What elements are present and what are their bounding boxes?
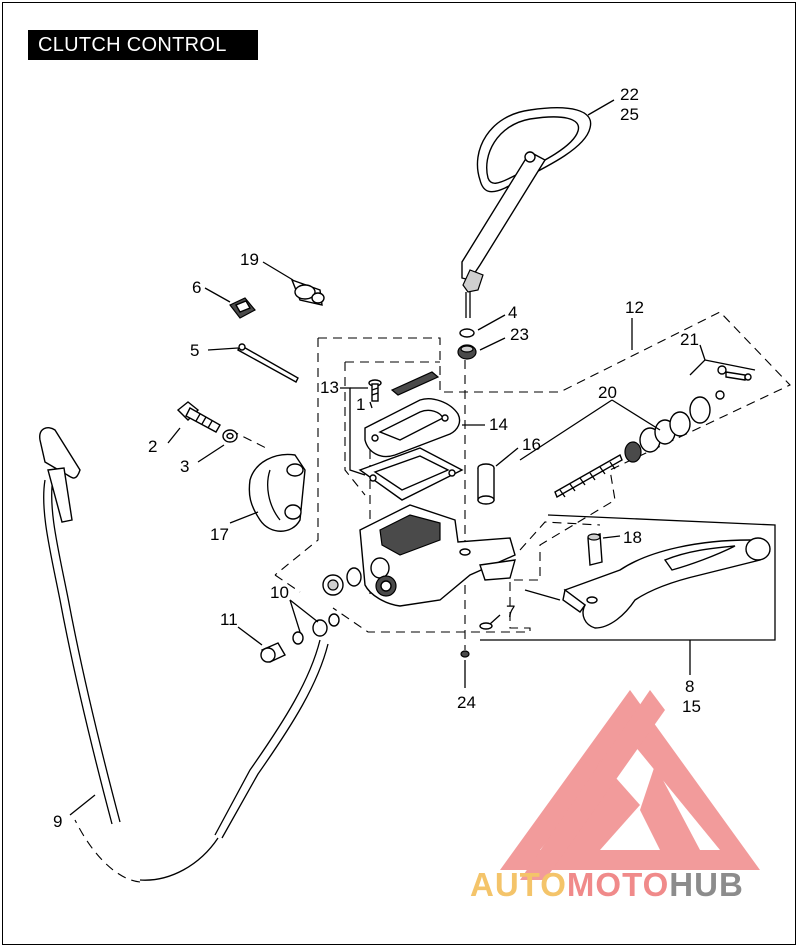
callout-25: 25 bbox=[620, 105, 639, 124]
reservoir-cover-part bbox=[364, 398, 461, 458]
callout-9: 9 bbox=[53, 812, 62, 831]
callout-22: 22 bbox=[620, 85, 639, 104]
pin-part bbox=[237, 343, 299, 383]
callout-17: 17 bbox=[210, 525, 229, 544]
assembly-outlines bbox=[229, 311, 791, 650]
reservoir-gasket-part bbox=[358, 447, 464, 501]
piston-assembly-part bbox=[554, 390, 725, 499]
callout-13: 13 bbox=[320, 378, 339, 397]
clamp-part bbox=[248, 453, 306, 532]
master-cylinder-housing-part bbox=[359, 504, 516, 607]
diaphragm-strip-part bbox=[390, 371, 440, 396]
callout-3: 3 bbox=[180, 457, 189, 476]
callout-21: 21 bbox=[680, 330, 699, 349]
callout-14: 14 bbox=[489, 415, 508, 434]
small-hardware-parts bbox=[460, 533, 603, 658]
callout-2: 2 bbox=[148, 437, 157, 456]
watermark-text: AUTOMOTOHUB bbox=[470, 866, 744, 903]
callout-7: 7 bbox=[506, 602, 515, 621]
bolt-part bbox=[176, 401, 221, 433]
banjo-bolt-part bbox=[260, 613, 340, 663]
clutch-lever-part bbox=[562, 537, 771, 629]
leader-lines bbox=[69, 99, 756, 816]
callout-19: 19 bbox=[240, 250, 259, 269]
callout-15: 15 bbox=[682, 697, 701, 716]
washer-3-part bbox=[222, 429, 238, 443]
callout-6: 6 bbox=[192, 278, 201, 297]
callout-20: 20 bbox=[598, 383, 617, 402]
callout-labels: 22 25 19 6 4 12 23 5 21 13 1 20 14 2 16 … bbox=[53, 85, 701, 831]
callout-12: 12 bbox=[625, 298, 644, 317]
clip-part bbox=[290, 278, 325, 306]
bushing-part bbox=[477, 463, 495, 505]
callout-11: 11 bbox=[220, 610, 238, 629]
lever-group-bracket bbox=[480, 514, 776, 641]
washer-parts bbox=[457, 328, 477, 360]
clutch-cable-part bbox=[39, 427, 329, 883]
callout-16: 16 bbox=[522, 435, 541, 454]
diagram-title: CLUTCH CONTROL bbox=[28, 30, 258, 60]
watermark-logo-icon bbox=[500, 690, 760, 880]
callout-8: 8 bbox=[685, 677, 694, 696]
callout-18: 18 bbox=[623, 528, 642, 547]
lever-leader bbox=[524, 589, 561, 601]
screw-part bbox=[368, 379, 382, 402]
pivot-part bbox=[717, 365, 752, 381]
retainer-part bbox=[229, 297, 256, 319]
callout-24: 24 bbox=[457, 693, 476, 712]
mirror-part bbox=[461, 107, 592, 318]
banjo-seal-part bbox=[322, 567, 362, 596]
callout-1: 1 bbox=[356, 395, 365, 414]
callout-23: 23 bbox=[510, 325, 529, 344]
callout-5: 5 bbox=[190, 341, 199, 360]
callout-10: 10 bbox=[270, 583, 289, 602]
callout-4: 4 bbox=[508, 303, 517, 322]
